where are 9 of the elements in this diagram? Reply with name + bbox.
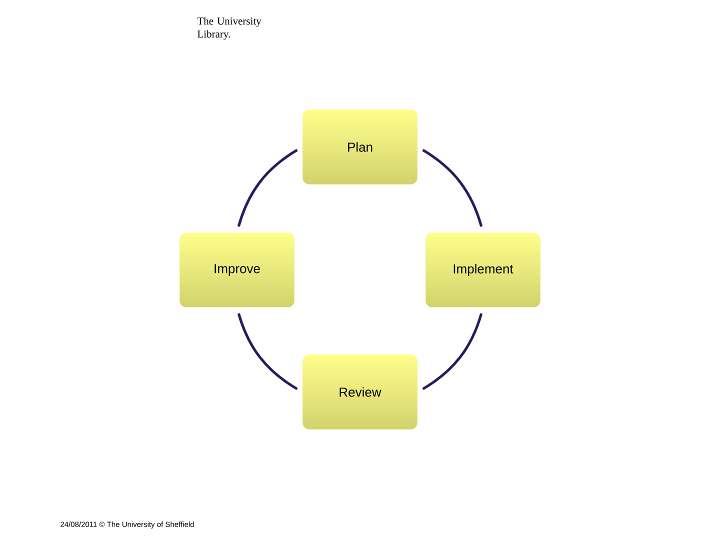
header-text: The University Library. bbox=[197, 17, 262, 40]
process-box: Review bbox=[302, 354, 418, 430]
connector-arc bbox=[237, 148, 298, 227]
process-box: Plan bbox=[302, 109, 418, 185]
connector-arc bbox=[237, 313, 298, 390]
process-box: Improve bbox=[179, 232, 295, 308]
connector-arc bbox=[422, 313, 483, 390]
connector-arc bbox=[422, 148, 483, 227]
process-box: Implement bbox=[425, 232, 541, 308]
